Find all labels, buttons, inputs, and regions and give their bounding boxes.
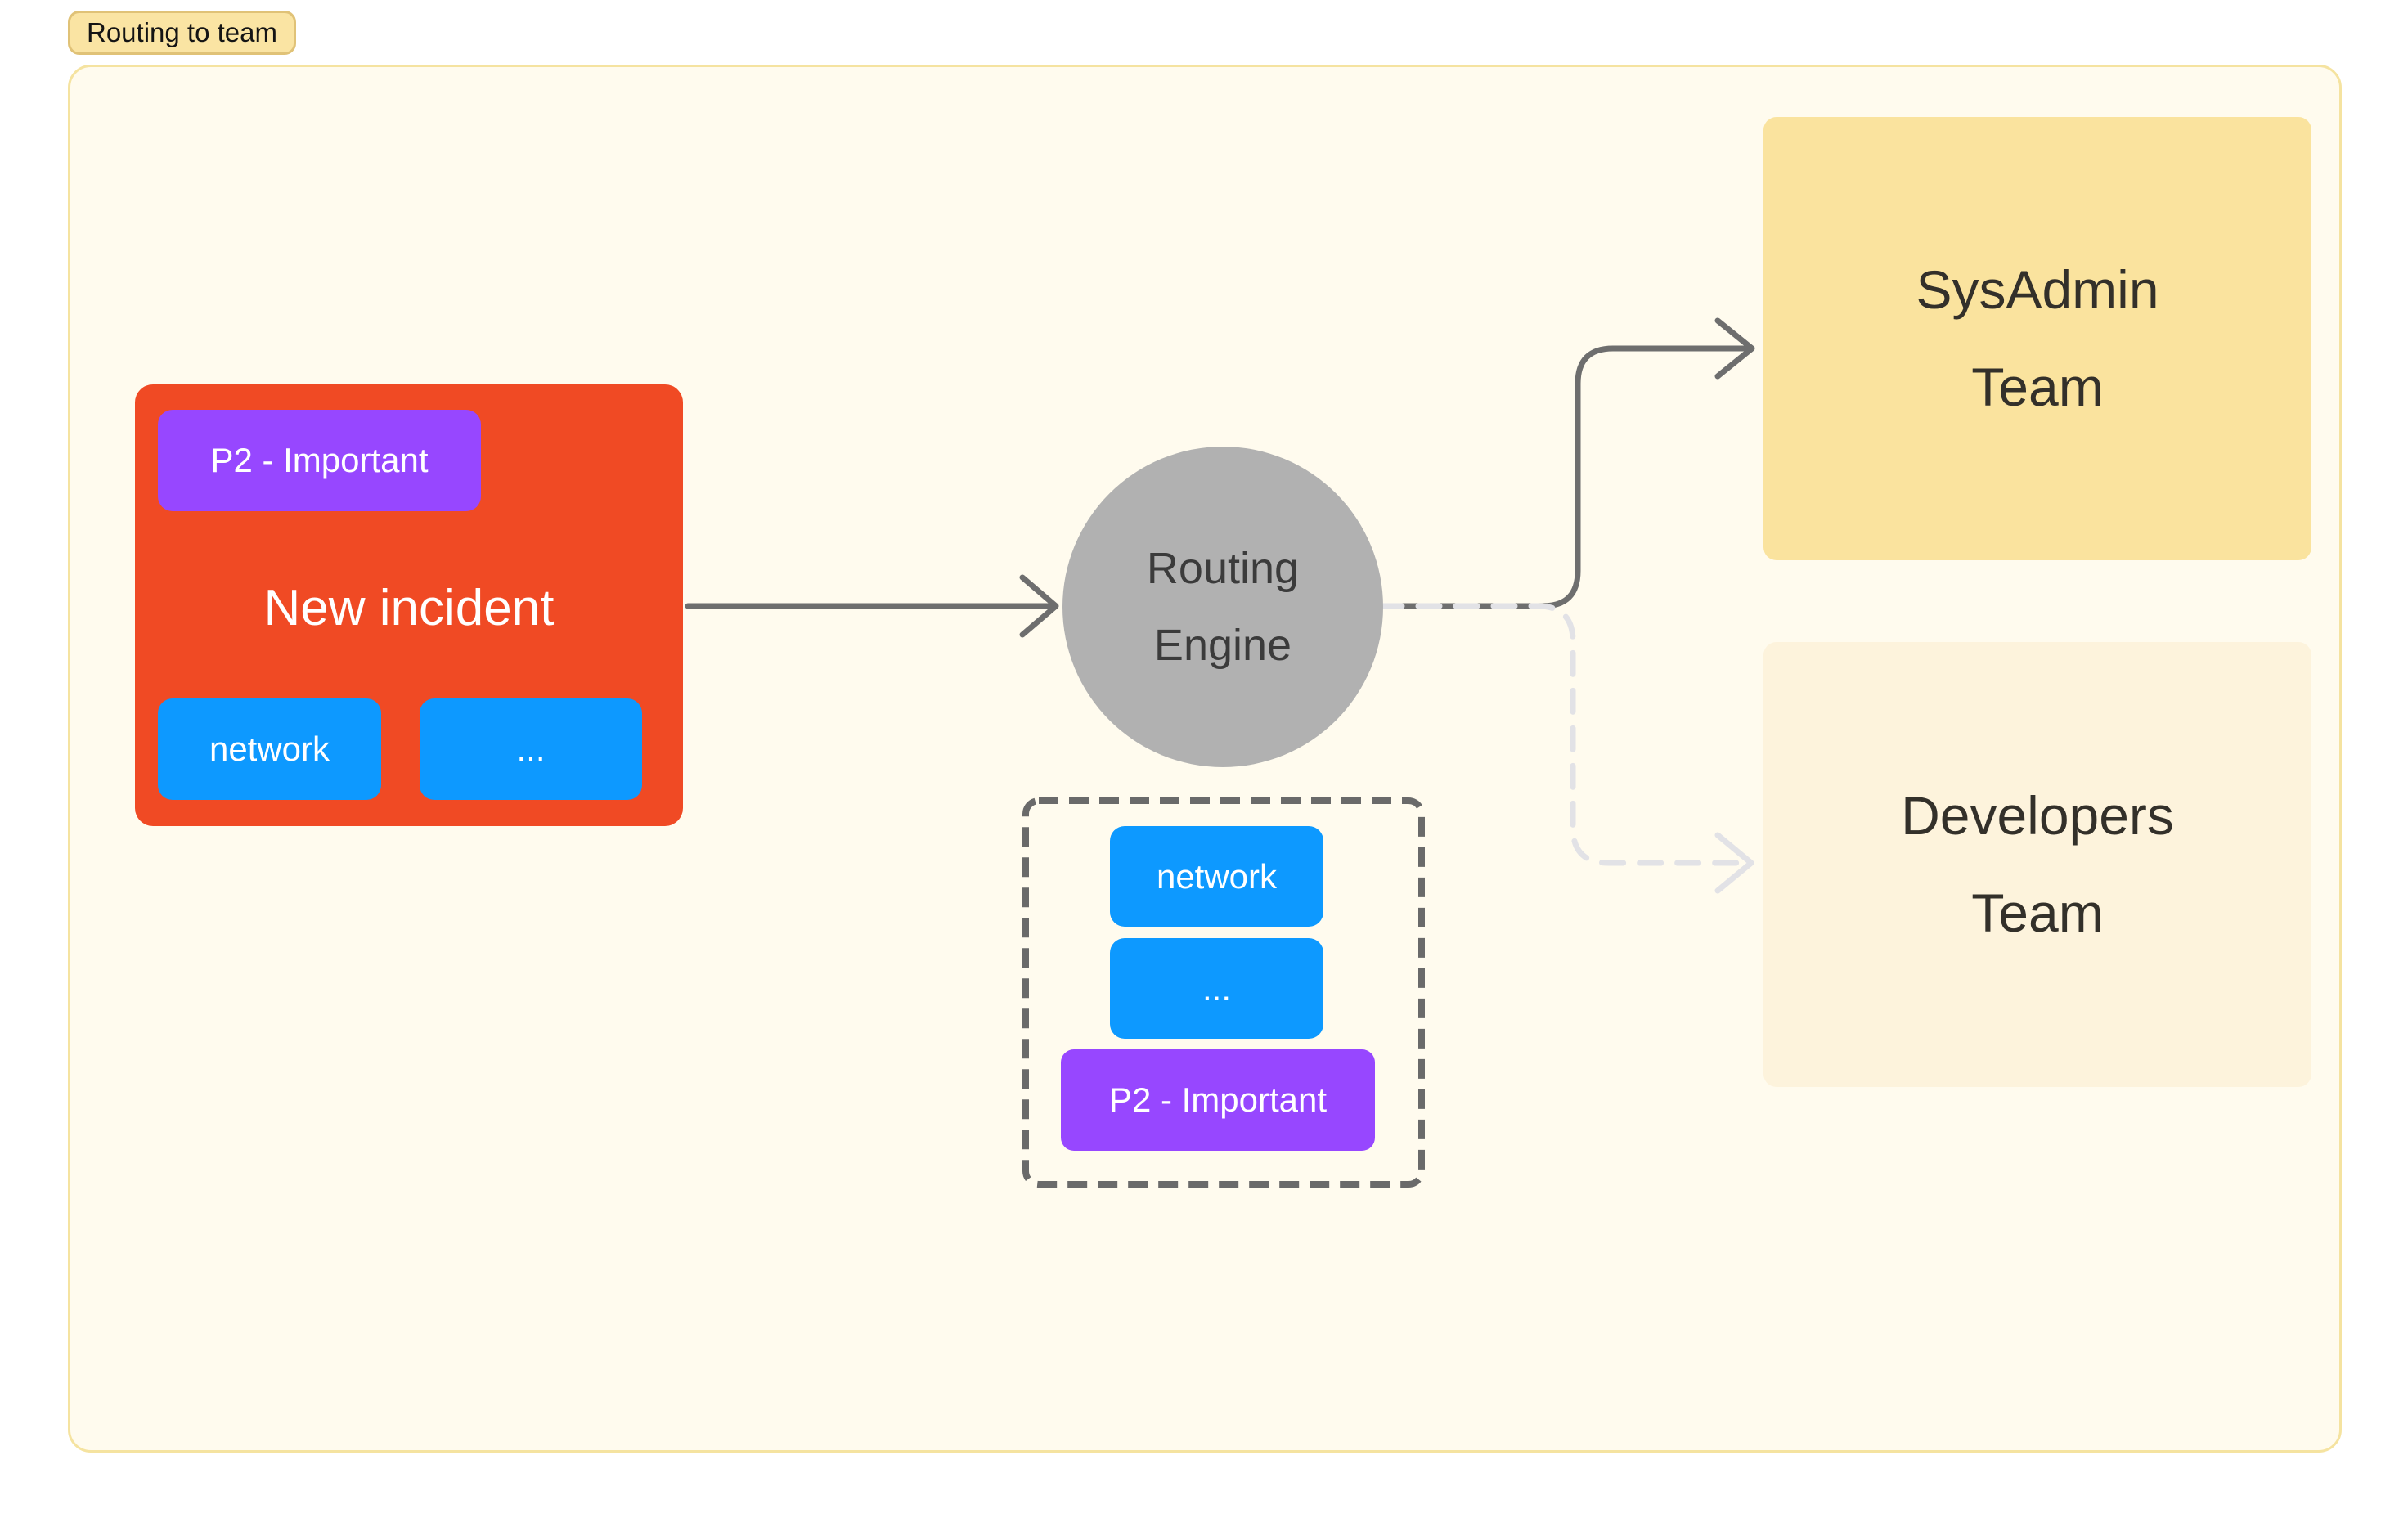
priority-tag: P2 - Important (158, 410, 481, 511)
sysadmin-team-label-line2: Team (1971, 357, 2104, 417)
extracted-tags-outline (1022, 797, 1425, 1188)
routing-engine-label-line2: Engine (1153, 621, 1292, 670)
engine-to-developers-arrow (1377, 603, 1754, 894)
incident-card: P2 - Important New incident network ... (135, 384, 683, 826)
extracted-tag-more: ... (1110, 938, 1323, 1039)
incident-title: New incident (263, 580, 555, 636)
incident-tag-network: network (158, 698, 381, 800)
engine-to-developers-arrowhead (1714, 832, 1754, 894)
extracted-tag-network: network (1110, 826, 1323, 927)
engine-to-sysadmin-arrow (1377, 317, 1755, 609)
extracted-priority-tag: P2 - Important (1061, 1049, 1375, 1151)
sysadmin-team-node: SysAdmin Team (1763, 117, 2311, 560)
incident-tag-more: ... (420, 698, 642, 800)
developers-team-label-line2: Team (1971, 883, 2104, 943)
incident-to-engine-arrowhead (1019, 574, 1059, 638)
developers-team-node: Developers Team (1763, 642, 2311, 1087)
engine-to-sysadmin-arrowhead (1714, 317, 1755, 380)
developers-team-label-line1: Developers (1901, 785, 2174, 847)
routing-engine-label-line1: Routing (1146, 543, 1300, 593)
frame-label: Routing to team (68, 11, 296, 55)
sysadmin-team-label-line1: SysAdmin (1916, 259, 2159, 321)
routing-engine-node: Routing Engine (1062, 447, 1383, 767)
incident-to-engine-arrow (685, 574, 1059, 638)
